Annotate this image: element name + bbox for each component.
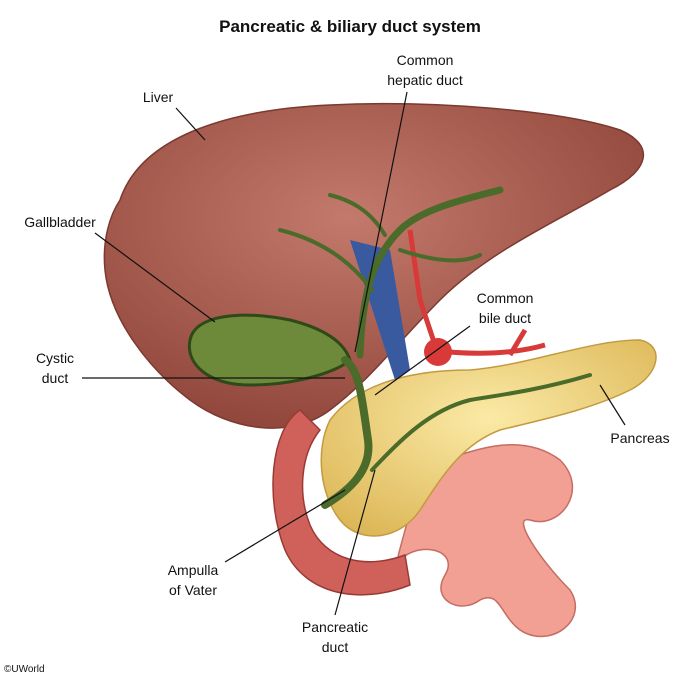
label-liver: Liver bbox=[142, 89, 174, 105]
intestine bbox=[396, 443, 577, 638]
leader-lines bbox=[82, 91, 626, 616]
portal-vein bbox=[350, 240, 410, 380]
diagram-title: Pancreatic & biliary duct system bbox=[219, 17, 481, 36]
label-gallbladder: Gallbladder bbox=[24, 214, 96, 230]
label-pancreas: Pancreas bbox=[610, 430, 670, 446]
pancreas bbox=[320, 339, 657, 537]
copyright: ©UWorld bbox=[4, 664, 45, 675]
duodenum bbox=[272, 409, 411, 596]
